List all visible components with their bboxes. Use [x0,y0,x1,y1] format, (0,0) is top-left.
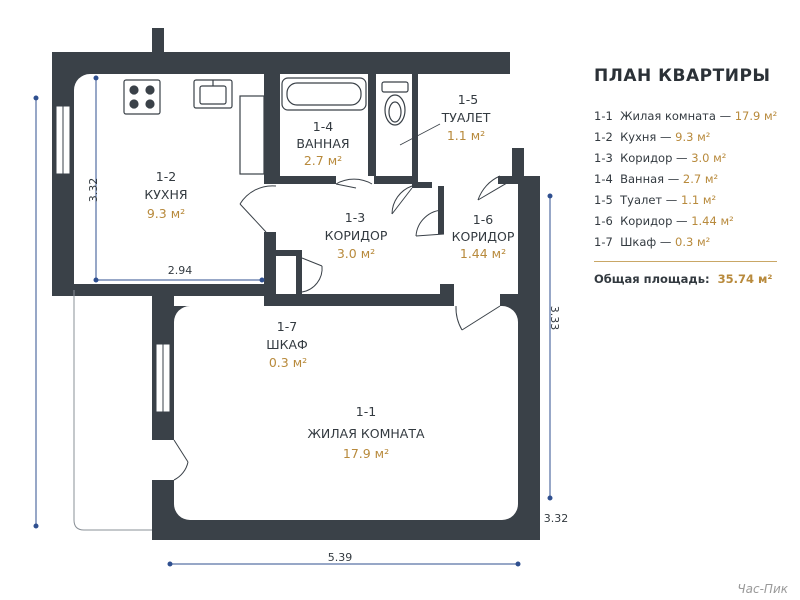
room-1-2-name: КУХНЯ [144,187,187,202]
legend-area: 1.1 м² [680,193,717,207]
dim-kitchen-width: 2.94 [168,264,193,277]
kitchen-floor [74,74,264,284]
dim-bottom-width: 5.39 [328,551,353,564]
windows [55,105,171,413]
legend-title: ПЛАН КВАРТИРЫ [594,66,771,86]
floors [74,74,518,520]
interior-walls [264,74,540,306]
dimension-labels: 3.32 2.94 3.33 3.32 5.39 [87,178,568,564]
living-floor [174,306,518,520]
legend-name: Шкаф [620,235,657,249]
room-1-4-name: ВАННАЯ [296,136,349,151]
toilet-bowl-icon [384,94,406,126]
room-1-5-name: ТУАЛЕТ [441,110,491,125]
rounded-corners [74,74,518,520]
room-labels: 1-2 КУХНЯ 9.3 м² 1-4 ВАННАЯ 2.7 м² 1-5 Т… [144,92,514,461]
watermark-logo: Час-Пик [737,582,788,596]
dim-right-upper: 3.33 [548,306,561,331]
legend-row: 1-6 Коридор — 1.44 м² [594,214,734,228]
legend-name: Ванная [620,172,665,186]
legend-code: 1-3 [594,151,613,165]
legend-row: 1-2 Кухня — 9.3 м² [594,130,711,144]
room-1-7-area: 0.3 м² [269,355,307,370]
stove-icon [123,79,161,115]
legend-area: 0.3 м² [675,235,711,249]
room-1-5-area: 1.1 м² [447,128,485,143]
room-1-3-area: 3.0 м² [337,246,375,261]
legend-area: 2.7 м² [682,172,719,186]
legend-row: 1-1 Жилая комната — 17.9 м² [594,109,778,123]
legend-divider [594,261,777,262]
toilet-tank-icon [381,81,409,93]
dimension-lines [33,75,553,567]
room-1-4-code: 1-4 [313,119,333,134]
dim-kitchen-height: 3.32 [87,178,100,203]
room-1-3-name: КОРИДОР [325,228,388,243]
room-1-6-name: КОРИДОР [452,229,515,244]
legend-row: 1-5 Туалет — 1.1 м² [594,193,717,207]
total-area-label: Общая площадь: [594,272,710,286]
exterior-walls [52,28,540,540]
legend-code: 1-5 [594,193,613,207]
legend-row: 1-4 Ванная — 2.7 м² [594,172,719,186]
fixtures [123,77,441,175]
dim-right-lower: 3.32 [544,512,569,525]
room-1-1-name: ЖИЛАЯ КОМНАТА [307,426,425,441]
legend-name: Жилая комната [620,109,716,123]
legend-area: 1.44 м² [691,214,734,228]
room-1-1-area: 17.9 м² [343,446,389,461]
legend-code: 1-7 [594,235,613,249]
room-1-7-code: 1-7 [277,319,297,334]
total-area-value: 35.74 м² [717,272,773,286]
legend-code: 1-4 [594,172,613,186]
room-1-4-area: 2.7 м² [304,153,342,168]
legend-row: 1-7 Шкаф — 0.3 м² [594,235,711,249]
legend-area: 9.3 м² [675,130,711,144]
room-1-6-code: 1-6 [473,212,493,227]
legend-code: 1-1 [594,109,613,123]
room-1-7-name: ШКАФ [266,337,308,352]
legend-name: Туалет [620,193,663,207]
legend-name: Коридор [620,151,673,165]
apartment-legend: ПЛАН КВАРТИРЫ 1-1 Жилая комната — 17.9 м… [594,66,794,286]
bathtub-icon [281,77,367,111]
legend-code: 1-6 [594,214,613,228]
doors [152,175,513,481]
room-1-2-code: 1-2 [156,169,176,184]
room-1-2-area: 9.3 м² [147,206,185,221]
legend-area: 3.0 м² [691,151,727,165]
legend-area: 17.9 м² [734,109,778,123]
fridge-icon [239,95,265,175]
legend-total: Общая площадь: 35.74 м² [594,272,794,286]
room-1-3-code: 1-3 [345,210,365,225]
balcony [73,290,152,531]
legend-code: 1-2 [594,130,613,144]
room-1-5-code: 1-5 [458,92,478,107]
room-1-1-code: 1-1 [356,404,376,419]
legend-name: Кухня [620,130,657,144]
room-1-6-area: 1.44 м² [460,246,506,261]
legend-row: 1-3 Коридор — 3.0 м² [594,151,727,165]
legend-name: Коридор [620,214,673,228]
